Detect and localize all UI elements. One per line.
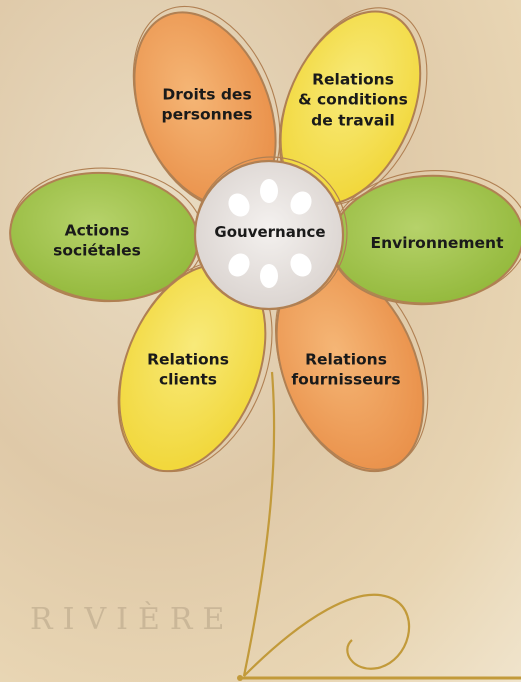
petal-label-societales: Actions sociétales [53,221,141,260]
stem-tendril [243,593,411,677]
center-dot [260,179,278,203]
center-label-gouvernance: Gouvernance [214,223,326,242]
petal-relations-travail [278,7,428,206]
petal-label-droits: Droits des personnes [161,85,253,124]
petal-label-clients: Relations clients [147,350,229,389]
petal-clients [117,260,273,473]
background-map-text: RIVIÈRE [30,602,235,637]
petal-label-fournisseurs: Relations fournisseurs [291,350,401,389]
petal-label-relations-travail: Relations & conditions de travail [298,70,408,130]
center-disc [193,156,348,311]
center-dot [228,253,250,277]
center-dot [228,193,250,217]
center-dot [260,264,278,288]
petal-label-environnement: Environnement [370,233,504,252]
center-dot [290,253,312,277]
ground-dot [237,675,243,681]
flower-stem [242,371,276,677]
center-dot [290,191,312,215]
